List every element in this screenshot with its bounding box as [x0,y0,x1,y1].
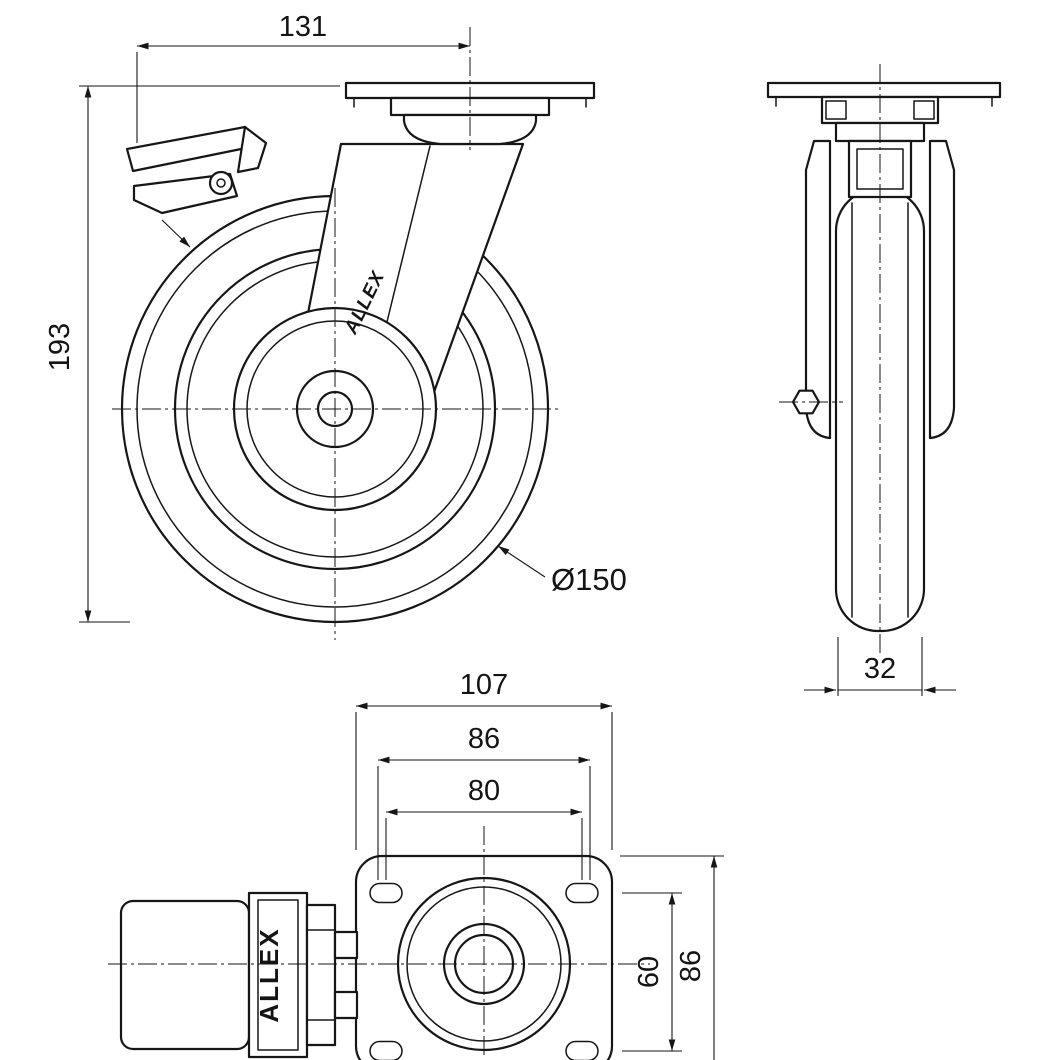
dim-32-text: 32 [864,653,896,685]
dim-bolt-span-86: 86 [377,723,591,880]
dim-bolt-pitch-80: 80 [385,775,583,880]
dim-131-text: 131 [279,11,327,43]
pedal-brand-text: ALLEX [254,927,284,1022]
dim-60-text: 60 [633,956,665,988]
dim-bolt-pitch-60: 60 [622,892,682,1052]
bolt-slot-bottom-right [565,1040,599,1060]
brake-pivot-circle [208,170,234,196]
brake-pivot-hole [216,178,226,188]
fork-bend-line [384,145,431,331]
dim-plate-height-86: 86 [620,855,724,1060]
side-bearing-right [913,100,935,120]
side-bearing-left [825,100,847,120]
brake-link [236,125,268,174]
dim-193-text: 193 [44,323,76,371]
side-top-plate [766,81,1002,199]
dim-plate-width-107: 107 [355,669,613,850]
top-view: ALLEX 107 86 [108,669,724,1060]
front-centerlines [112,27,560,640]
pedal-hinge-tab-bottom [333,990,359,1020]
dim-80-text: 80 [468,775,500,807]
dia-150-text: Ø150 [551,562,627,597]
pedal-label-band [257,899,299,1051]
bolt-slot-top-right [565,882,599,904]
dia-150-leader [497,545,546,578]
dim-86v-text: 86 [675,950,707,982]
side-fork-legs [779,139,956,440]
dim-width-131: 131 [136,11,471,143]
front-view: ALLEX 131 [44,11,627,640]
label-diameter-150: Ø150 [497,545,627,597]
pedal-hinge-tab-top [333,930,359,960]
bolt-slot-top-left [369,882,403,904]
front-brake-pedal [125,125,268,248]
top-brake-pedal: ALLEX [119,891,359,1059]
dim-height-193: 193 [44,85,340,623]
front-fork: ALLEX [232,142,525,512]
brake-pedal-pad [125,125,253,173]
bolt-slot-bottom-left [369,1040,403,1060]
top-view-centerlines [108,826,650,1058]
side-view: 32 [766,64,1002,696]
brake-force-arrow [161,219,191,248]
dim-wheel-width-32: 32 [804,637,956,696]
dim-107-text: 107 [460,669,508,701]
side-plate-edge [766,81,1002,99]
dim-86h-text: 86 [468,723,500,755]
pedal-connector [305,903,337,1047]
pedal-grip [119,899,251,1051]
side-leg-right [928,139,956,440]
